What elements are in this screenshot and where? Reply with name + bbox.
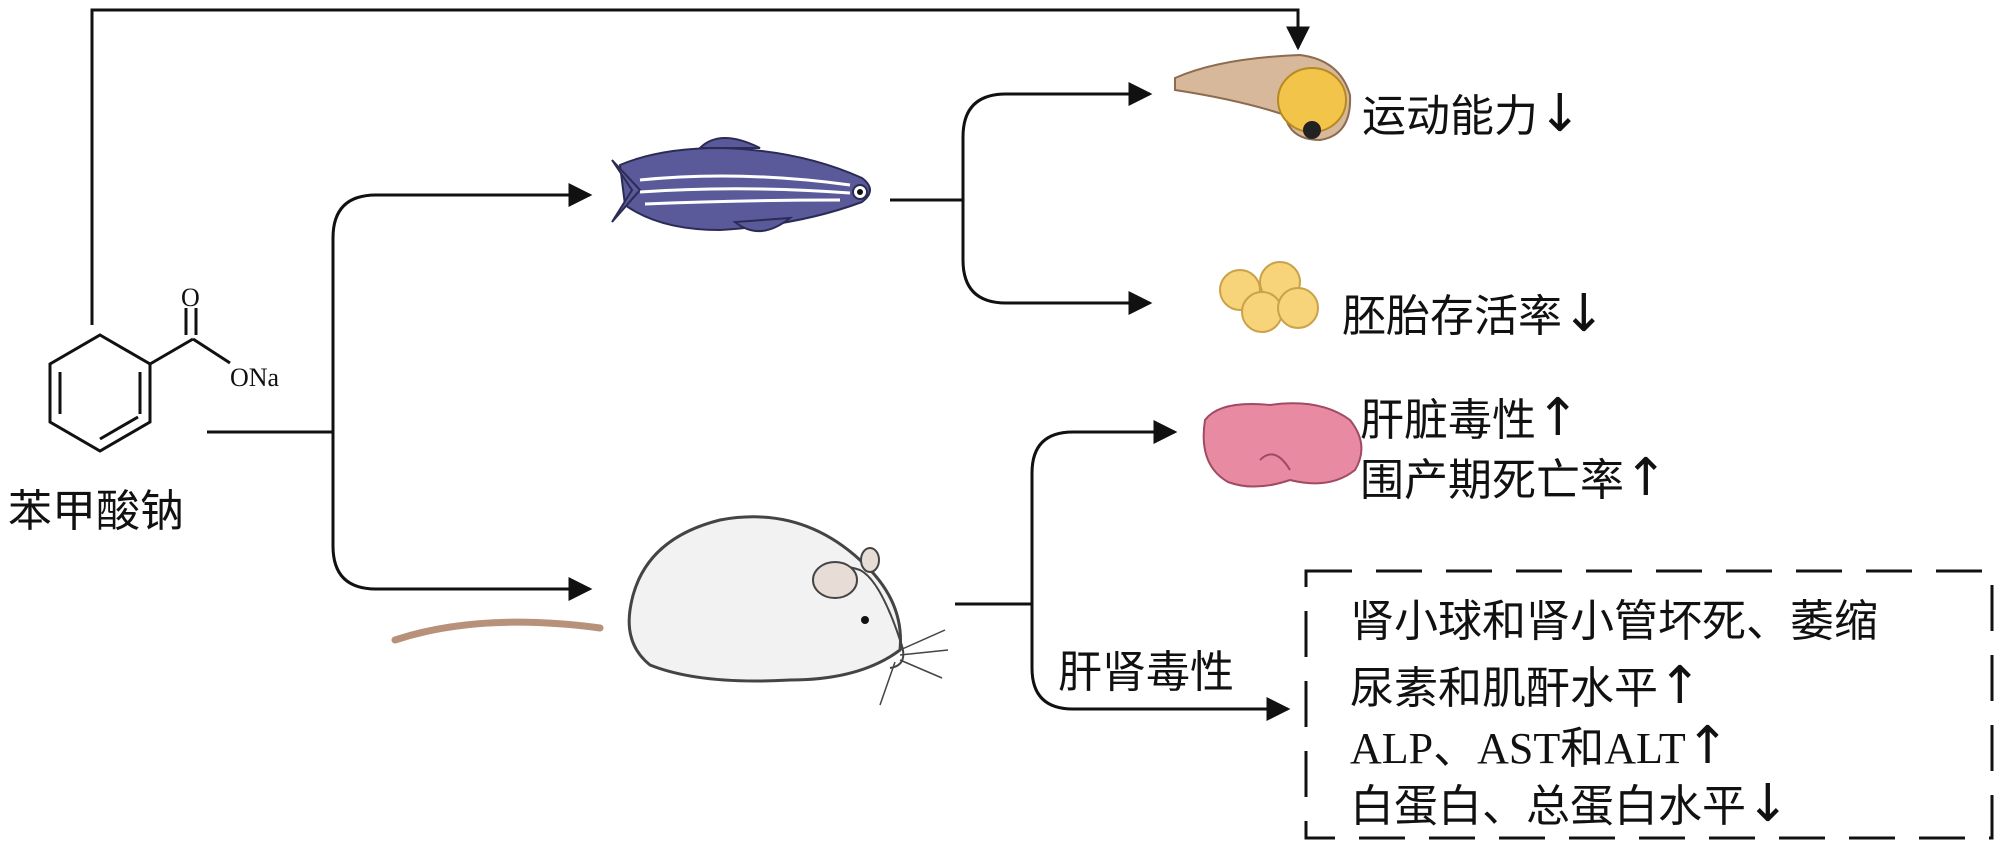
outcome-embryo-survival: 胚胎存活率↓ (1342, 288, 1606, 340)
trend-arrow: ↓ (1746, 774, 1790, 834)
trend-arrow: ↓ (1538, 84, 1582, 144)
trend-arrow: ↓ (1562, 284, 1606, 344)
branch-label-hepatorenal: 肝肾毒性 (1058, 647, 1234, 698)
dashed-findings-box (1304, 569, 1994, 840)
atom-label-o: O (181, 283, 200, 312)
atom-label-ona: ONa (230, 363, 280, 392)
box-item-urea-creatinine: 尿素和肌酐水平↑ (1350, 660, 1702, 712)
embryo-cluster-icon (1219, 261, 1319, 333)
zebrafish-icon (611, 137, 871, 233)
box-item-text: ALP、AST和ALT (1350, 724, 1686, 773)
liver-icon (1202, 402, 1363, 488)
box-item-liver-enzymes: ALP、AST和ALT↑ (1350, 720, 1729, 772)
box-item-renal-necrosis: 肾小球和肾小管坏死、萎缩 (1350, 600, 1878, 644)
mouse-icon (391, 515, 949, 706)
box-item-albumin-protein: 白蛋白、总蛋白水平↓ (1350, 778, 1790, 830)
box-item-text: 肾小球和肾小管坏死、萎缩 (1350, 596, 1878, 647)
outcome-liver-toxicity: 肝脏毒性↑ (1360, 392, 1580, 444)
connector-lines (90, 8, 1310, 721)
outcome-text: 肝脏毒性 (1360, 395, 1536, 446)
trend-arrow: ↑ (1536, 388, 1580, 448)
outcome-text: 运动能力 (1362, 91, 1538, 142)
sodium-benzoate-structure (48, 308, 231, 453)
zebrafish-larva-icon (1174, 53, 1352, 142)
trend-arrow: ↑ (1624, 448, 1668, 508)
compound-name: 苯甲酸钠 (8, 486, 184, 537)
box-item-text: 白蛋白、总蛋白水平 (1350, 781, 1746, 832)
box-item-text: 尿素和肌酐水平 (1350, 663, 1658, 714)
outcome-perinatal-mortality: 围产期死亡率↑ (1360, 452, 1668, 504)
outcome-text: 围产期死亡率 (1360, 455, 1624, 506)
trend-arrow: ↑ (1658, 656, 1702, 716)
trend-arrow: ↑ (1685, 716, 1730, 776)
outcome-locomotion: 运动能力↓ (1362, 88, 1582, 140)
outcome-text: 胚胎存活率 (1342, 291, 1562, 342)
